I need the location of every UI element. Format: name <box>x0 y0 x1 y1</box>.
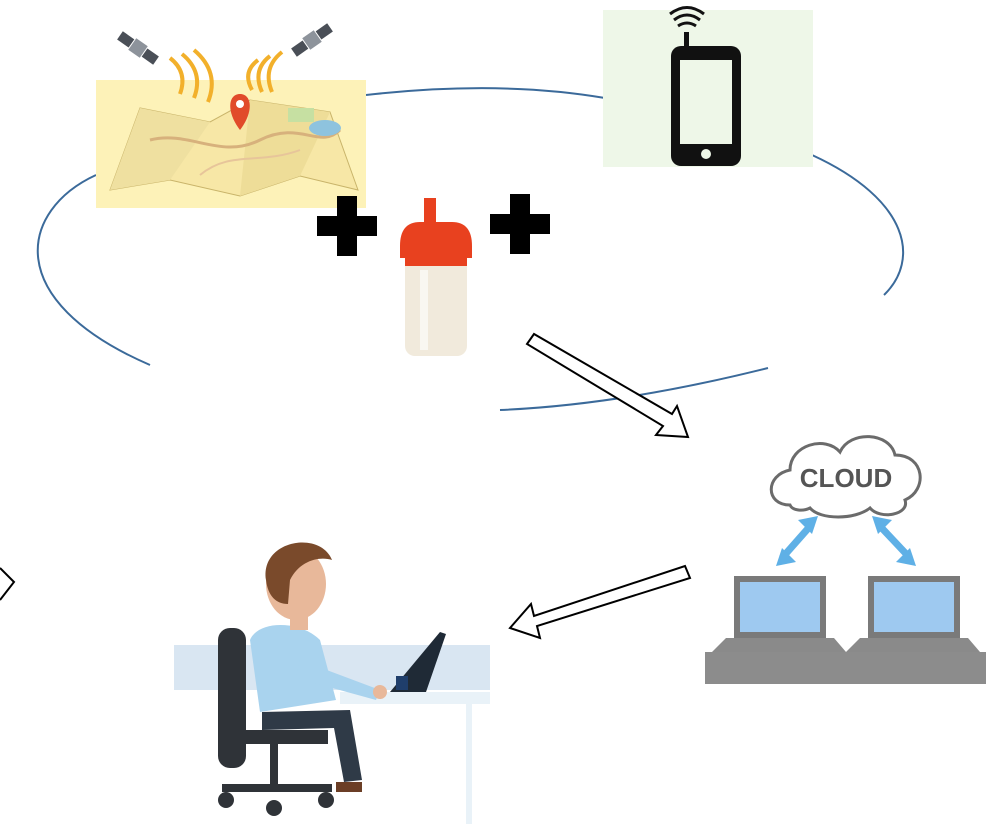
cloud-label: CLOUD <box>800 463 892 493</box>
laptop-right <box>846 576 980 652</box>
arrow-partial-left <box>0 567 16 601</box>
person-at-desk-icon <box>174 542 490 828</box>
gps-satellite-map-icon <box>96 23 366 208</box>
arrow-bottle-to-cloud <box>525 332 690 439</box>
sample-bottle-icon <box>400 198 472 356</box>
laptop-left <box>712 576 846 652</box>
plus-operator-2 <box>490 194 550 254</box>
cloud-laptops-icon: CLOUD <box>705 435 986 684</box>
smartphone-wifi-icon <box>603 6 813 167</box>
plus-operator-1 <box>317 196 377 256</box>
arrow-cloud-to-worker <box>508 564 692 640</box>
